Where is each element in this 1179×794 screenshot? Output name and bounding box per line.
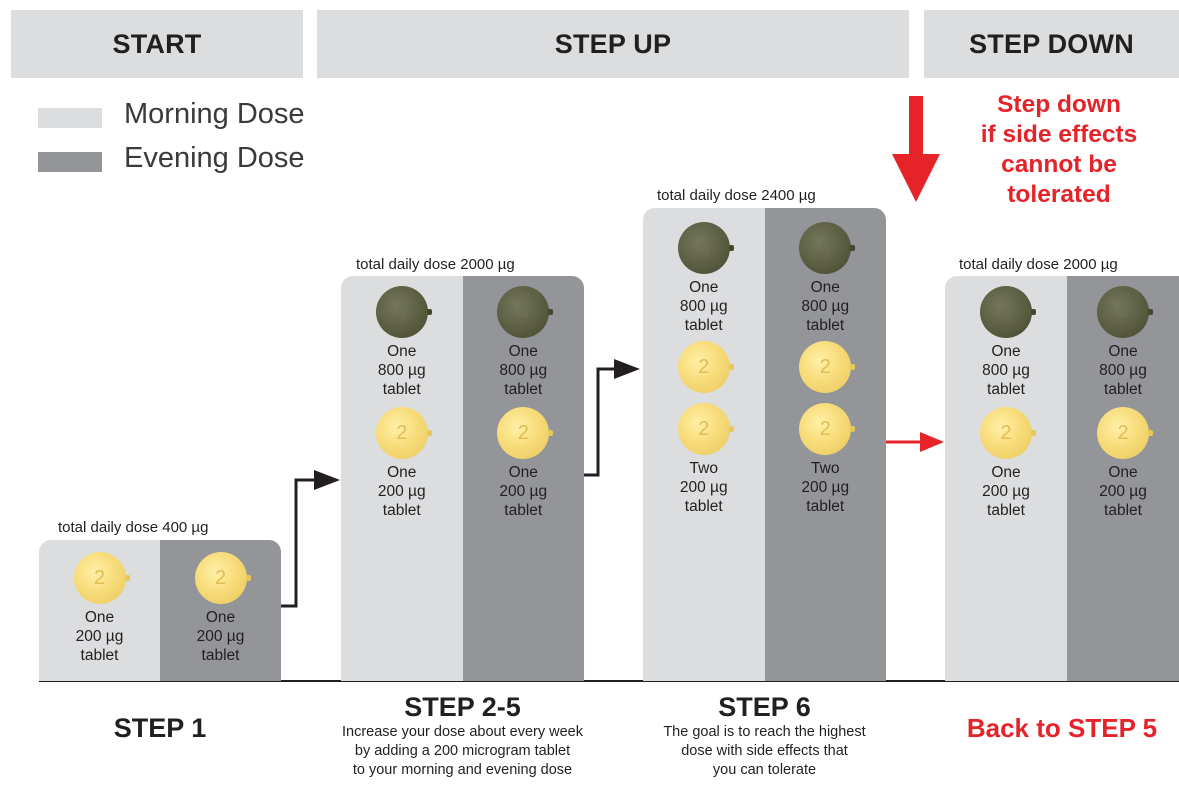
header-step-up: STEP UP: [317, 10, 909, 78]
header-step-down: STEP DOWN: [924, 10, 1179, 78]
tablet-200-icon: 2: [194, 552, 251, 604]
step25-title: STEP 2-5: [404, 692, 521, 722]
connector-2-6: [584, 367, 616, 477]
step-down-arrow-icon: [892, 96, 940, 202]
header-start: START: [11, 10, 303, 78]
tablet-200-icon: 2: [497, 407, 554, 459]
warning-line-3: cannot be: [1001, 151, 1117, 178]
tablet-200-icon: 2: [677, 341, 734, 393]
header-step-up-label: STEP UP: [554, 28, 672, 59]
tablet-200-icon: 2: [73, 552, 130, 604]
tablet-800-icon: 8: [799, 222, 856, 274]
warning-line-4: tolerated: [1007, 181, 1111, 208]
legend-evening-label: Evening Dose: [124, 142, 305, 174]
step25-total: total daily dose 2000 µg: [356, 256, 515, 273]
header-step-down-label: STEP DOWN: [969, 28, 1134, 59]
legend-morning-label: Morning Dose: [124, 98, 305, 130]
stepdown-title: Back to STEP 5: [966, 713, 1158, 743]
tablet-800-icon: 8: [375, 286, 432, 338]
tablet-200-icon: 2: [980, 407, 1036, 459]
warning-line-1: Step down: [997, 91, 1121, 118]
tablet-800-icon: 8: [677, 222, 734, 274]
tablet-800-icon: 8: [1097, 286, 1153, 338]
stepdown-total: total daily dose 2000 µg: [959, 256, 1118, 273]
connector-1-2: [281, 478, 316, 608]
tablet-800-icon: 8: [497, 286, 554, 338]
legend-evening-swatch: [38, 152, 102, 172]
warning-text: Step down if side effects cannot be tole…: [946, 90, 1172, 210]
step1-total: total daily dose 400 µg: [58, 519, 209, 536]
tablet-200-icon: 2: [677, 403, 734, 455]
warning-line-2: if side effects: [980, 121, 1138, 148]
tablet-200-icon: 2: [799, 341, 856, 393]
step1-title: STEP 1: [113, 713, 207, 743]
arrowhead-6-down: [920, 432, 944, 452]
arrowhead-1-2: [314, 470, 340, 490]
tablet-200-icon: 2: [799, 403, 856, 455]
step6-title: STEP 6: [718, 692, 811, 722]
tablet-200-icon: 2: [1097, 407, 1153, 459]
step6-total: total daily dose 2400 µg: [657, 187, 816, 204]
header-start-label: START: [112, 28, 202, 59]
legend-morning-swatch: [38, 108, 102, 128]
tablet-800-icon: 8: [980, 286, 1036, 338]
arrowhead-2-6: [614, 359, 640, 379]
tablet-200-icon: 2: [375, 407, 432, 459]
